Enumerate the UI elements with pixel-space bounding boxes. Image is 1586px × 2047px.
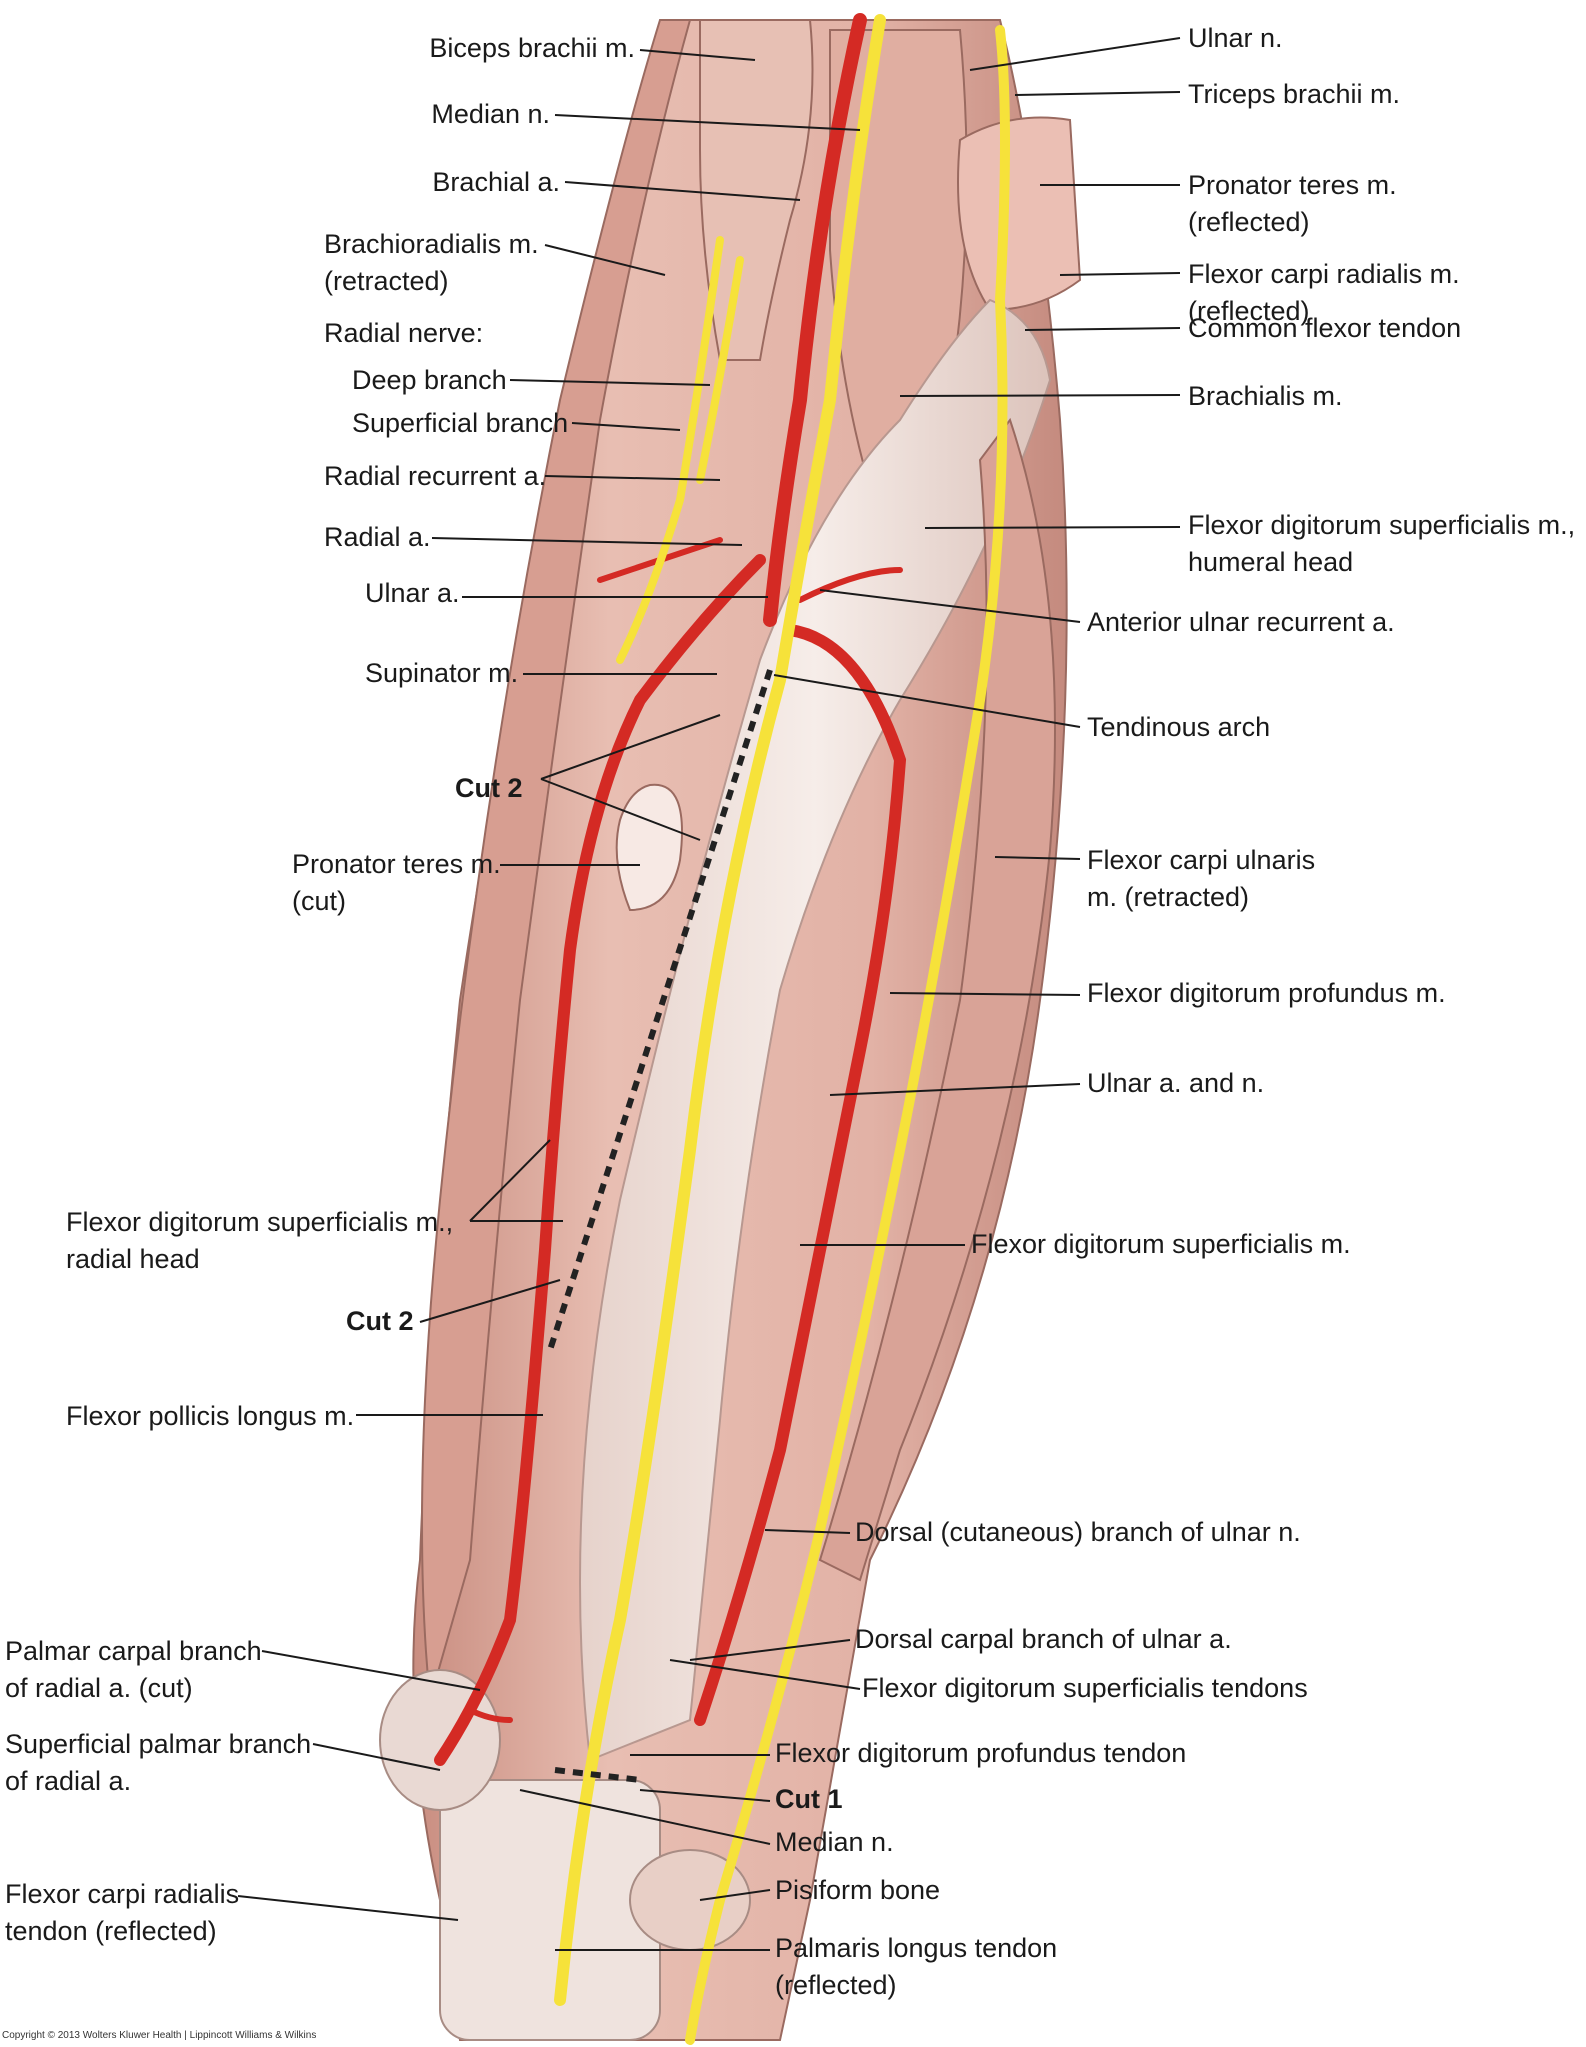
label-fds-humeral-head: Flexor digitorum superficialis m., humer…: [1188, 510, 1576, 577]
brachial-artery: [763, 13, 867, 627]
ulnar-artery: [694, 624, 907, 1726]
ant-ulnar-recurrent-artery: [797, 567, 903, 603]
label-fds: Flexor digitorum superficialis m.: [971, 1229, 1351, 1259]
label-fds-tendons: Flexor digitorum superficialis tendons: [862, 1673, 1308, 1703]
fcu-muscle: [818, 417, 1056, 1582]
label-fds-radial-head: Flexor digitorum superficialis m., radia…: [66, 1207, 454, 1274]
label-brachialis: Brachialis m.: [1188, 381, 1343, 411]
label-cut-1: Cut 1: [775, 1784, 843, 1814]
label-ulnar-artery: Ulnar a.: [365, 578, 460, 608]
label-fcr-tendon: Flexor carpi radialis tendon (reflected): [5, 1879, 240, 1946]
label-dorsal-cutaneous-branch: Dorsal (cutaneous) branch of ulnar n.: [855, 1517, 1301, 1547]
label-superficial-palmar-branch: Superficial palmar branch of radial a.: [5, 1729, 312, 1796]
ulnar-nerve: [685, 25, 1010, 2045]
label-deep-branch: Deep branch: [352, 365, 507, 395]
biceps-muscle: [699, 19, 814, 361]
radial-nerve-deep: [696, 256, 744, 484]
median-nerve: [554, 14, 886, 2006]
cut-1-line: [554, 1767, 641, 1783]
label-anterior-ulnar-recurrent: Anterior ulnar recurrent a.: [1087, 607, 1395, 637]
label-common-flexor-tendon: Common flexor tendon: [1188, 313, 1462, 343]
label-cut-2-bottom: Cut 2: [346, 1306, 414, 1336]
label-cut-2-top: Cut 2: [455, 773, 523, 803]
palmar-carpal-branch: [467, 1707, 513, 1723]
label-triceps-brachii: Triceps brachii m.: [1188, 79, 1401, 109]
label-median-nerve-top: Median n.: [431, 99, 550, 129]
pronator-teres-reflected: [957, 116, 1082, 312]
radial-nerve-superficial: [616, 236, 724, 664]
label-pronator-teres-cut: Pronator teres m. (cut): [292, 849, 501, 916]
nerves: [554, 14, 1010, 2045]
label-brachial-artery: Brachial a.: [432, 167, 560, 197]
label-radial-recurrent-artery: Radial recurrent a.: [324, 461, 547, 491]
copyright-notice: Copyright © 2013 Wolters Kluwer Health |…: [2, 2030, 317, 2041]
label-fcu: Flexor carpi ulnaris m. (retracted): [1087, 845, 1316, 912]
pronator-teres-cut: [615, 783, 683, 912]
label-fcr-reflected: Flexor carpi radialis m. (reflected): [1188, 259, 1460, 326]
label-fdp: Flexor digitorum profundus m.: [1087, 978, 1446, 1008]
radial-artery: [434, 554, 766, 1766]
label-supinator: Supinator m.: [365, 658, 519, 688]
label-brachioradialis: Brachioradialis m. (retracted): [324, 229, 539, 296]
label-fdp-tendon: Flexor digitorum profundus tendon: [775, 1738, 1187, 1768]
label-ulnar-artery-and-nerve: Ulnar a. and n.: [1087, 1068, 1265, 1098]
cut-2-line: [547, 669, 773, 1351]
label-radial-nerve: Radial nerve:: [324, 318, 484, 348]
label-median-nerve-bottom: Median n.: [775, 1827, 894, 1857]
label-pisiform-bone: Pisiform bone: [775, 1875, 941, 1905]
label-palmaris-longus-tendon: Palmaris longus tendon (reflected): [775, 1933, 1058, 2000]
leader-lines: [237, 37, 1181, 1951]
label-tendinous-arch: Tendinous arch: [1087, 712, 1271, 742]
label-flexor-pollicis-longus: Flexor pollicis longus m.: [66, 1401, 355, 1431]
label-palmar-carpal-branch: Palmar carpal branch of radial a. (cut): [5, 1636, 262, 1703]
label-superficial-branch: Superficial branch: [352, 408, 569, 438]
label-dorsal-carpal-branch: Dorsal carpal branch of ulnar a.: [855, 1624, 1232, 1654]
label-radial-artery: Radial a.: [324, 522, 431, 552]
label-ulnar-nerve: Ulnar n.: [1188, 23, 1283, 53]
label-biceps-brachii: Biceps brachii m.: [429, 33, 635, 63]
label-pronator-teres-reflected: Pronator teres m. (reflected): [1188, 170, 1397, 237]
wrist-retinaculum: [439, 1779, 661, 2041]
